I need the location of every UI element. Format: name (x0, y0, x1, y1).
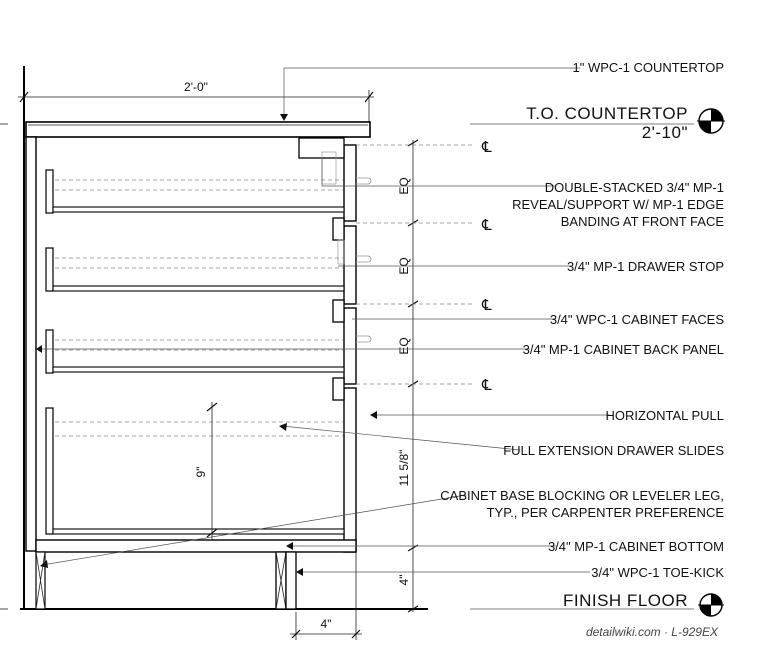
toe-kick-depth-text: 4" (321, 617, 332, 631)
leader-slides-arrow (279, 423, 287, 431)
toe-kick-height-dim: 4" (397, 575, 411, 586)
depth-dim-text: 2'-0" (184, 80, 208, 94)
drawer-1-back (45, 169, 54, 214)
label-toe-kick: 3/4" WPC-1 TOE-KICK (591, 565, 724, 580)
leader-toe-kick-arrow (296, 568, 303, 576)
vert-dim-tick-6 (407, 605, 419, 613)
label-horizontal-pull: HORIZONTAL PULL (606, 408, 724, 423)
cabinet-face-2 (343, 225, 357, 305)
centerline-symbol-1: ℄ (481, 138, 492, 156)
centerline-symbol-4: ℄ (481, 376, 492, 394)
cabinet-face-4 (343, 387, 357, 553)
floor-target-icon (698, 593, 724, 617)
toe-kick-hatch-2 (275, 551, 287, 610)
label-countertop: 1" WPC-1 COUNTERTOP (573, 60, 725, 75)
vert-dim-tick-1 (407, 139, 419, 147)
drawer-3-back (45, 329, 54, 374)
drawer-3-bottom (52, 366, 345, 373)
toe-kick-face (285, 551, 297, 610)
elevation-target-icon (697, 108, 725, 134)
drawer-2-bottom (52, 285, 345, 292)
label-double-stacked-2: REVEAL/SUPPORT W/ MP-1 EDGE (512, 197, 724, 212)
blocking-hatch-l2 (35, 551, 46, 610)
centerline-symbol-2: ℄ (481, 216, 492, 234)
drawer-2-back (45, 247, 54, 292)
countertop (25, 121, 371, 138)
eq-dim-3: EQ (397, 337, 411, 354)
bottom-drawer-dim: 11 5/8" (397, 450, 411, 487)
drawer-3-pull (356, 335, 372, 343)
reveal-block-3 (332, 299, 345, 323)
drawer-4-back (45, 407, 54, 535)
reveal-block-2 (332, 217, 345, 241)
drawer-height-tick-top (206, 402, 218, 412)
label-double-stacked-1: DOUBLE-STACKED 3/4" MP-1 (545, 180, 724, 195)
label-cabinet-bottom: 3/4" MP-1 CABINET BOTTOM (548, 539, 724, 554)
label-back-panel: 3/4" MP-1 CABINET BACK PANEL (523, 342, 724, 357)
label-double-stacked-3: BANDING AT FRONT FACE (561, 214, 725, 229)
toe-kick-depth-tick-r (351, 629, 361, 639)
drawer-4-bottom (52, 528, 345, 535)
leader-countertop-arrow (280, 114, 288, 121)
label-drawer-slides: FULL EXTENSION DRAWER SLIDES (503, 443, 724, 458)
drawer-1-bottom (52, 206, 345, 213)
label-to-countertop: T.O. COUNTERTOP (526, 104, 688, 123)
credit-text: detailwiki.com · L-929EX (586, 625, 719, 639)
drawer-height-dim-text: 9" (194, 467, 208, 478)
label-base-blocking-2: TYP., PER CARPENTER PREFERENCE (487, 505, 725, 520)
label-finish-floor: FINISH FLOOR (563, 591, 688, 610)
label-cabinet-faces: 3/4" WPC-1 CABINET FACES (550, 312, 724, 327)
leader-pull-arrow (370, 411, 377, 419)
leader-countertop (283, 67, 580, 118)
leader-back-panel-arrow (36, 345, 42, 353)
leader-drawer-slides (281, 425, 521, 451)
leader-base-blocking (41, 494, 467, 566)
drawer-2-pull (356, 255, 372, 263)
label-to-countertop-elev: 2'-10" (642, 123, 688, 142)
reveal-block-top (298, 137, 345, 159)
centerline-symbol-3: ℄ (481, 296, 492, 314)
drawer-height-tick-bot (206, 528, 218, 538)
cabinet-face-3 (343, 307, 357, 385)
leader-double-stacked (321, 158, 555, 187)
drawer-stop-2 (337, 239, 345, 265)
toe-kick-depth-tick-l (291, 629, 301, 639)
cabinet-face-1 (343, 144, 357, 222)
leader-blocking-arrow (40, 560, 48, 568)
reveal-block-4 (332, 377, 345, 401)
drawer-1-pull (356, 177, 372, 185)
label-drawer-stop: 3/4" MP-1 DRAWER STOP (567, 259, 724, 274)
depth-dim-tick-l (19, 91, 29, 103)
cabinet-back-panel (25, 136, 37, 552)
label-base-blocking-1: CABINET BASE BLOCKING OR LEVELER LEG, (440, 488, 724, 503)
leader-bottom-arrow (286, 542, 293, 550)
